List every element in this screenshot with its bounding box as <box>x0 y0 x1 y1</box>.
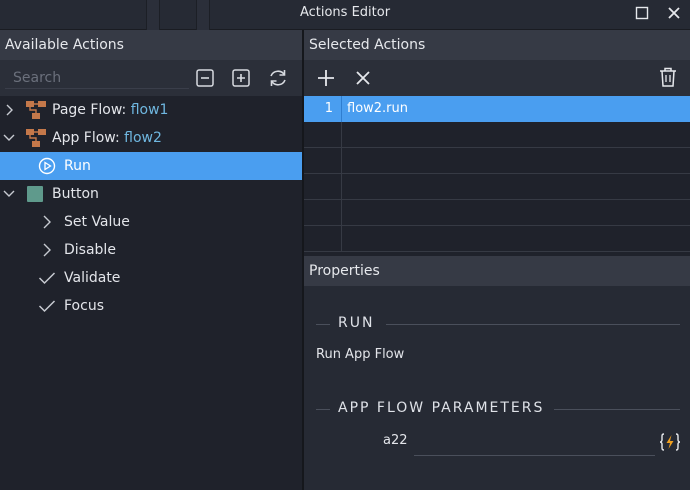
column-divider <box>341 96 342 122</box>
flow-icon <box>26 129 46 147</box>
tree-item-label: Page Flow: flow1 <box>52 102 169 118</box>
play-circle-icon <box>38 157 56 175</box>
available-actions-header: Available Actions <box>0 30 302 60</box>
collapse-arrow-icon[interactable] <box>2 133 16 143</box>
bind-expression-icon[interactable] <box>659 432 681 452</box>
tree-item-focus[interactable]: Focus <box>0 292 302 320</box>
tree-item-page-flow[interactable]: Page Flow: flow1 <box>0 96 302 124</box>
properties-panel: RUN Run App Flow APP FLOW PARAMETERS a22 <box>304 286 690 490</box>
tree-item-button[interactable]: Button <box>0 180 302 208</box>
chevron-right-icon <box>43 243 51 257</box>
available-actions-toolbar <box>0 60 302 96</box>
selected-actions-grid: 1 flow2.run <box>304 96 690 254</box>
close-icon[interactable] <box>667 6 681 20</box>
action-name: flow2.run <box>347 101 409 116</box>
tree-item-label: Set Value <box>64 214 130 230</box>
column-divider <box>341 200 342 226</box>
section-title-run: RUN <box>338 315 375 331</box>
column-divider <box>341 226 342 252</box>
action-row[interactable] <box>304 122 690 148</box>
window-title: Actions Editor <box>299 5 391 20</box>
action-row[interactable]: 1 flow2.run <box>304 96 690 122</box>
button-swatch-icon <box>27 186 43 202</box>
actions-tree: Page Flow: flow1 App Flow: flow2 Run But… <box>0 96 302 490</box>
refresh-icon[interactable] <box>267 67 289 89</box>
tree-item-disable[interactable]: Disable <box>0 236 302 264</box>
tree-item-label: Validate <box>64 270 121 286</box>
maximize-icon[interactable] <box>635 6 649 20</box>
section-rule <box>554 409 680 410</box>
selected-actions-header: Selected Actions <box>304 30 690 60</box>
expand-arrow-icon[interactable] <box>4 103 14 117</box>
tree-item-label: Button <box>52 186 99 202</box>
title-bar: Actions Editor <box>0 0 690 30</box>
row-number: 1 <box>324 101 333 116</box>
check-icon <box>38 272 56 285</box>
tree-item-label: App Flow: flow2 <box>52 130 162 146</box>
collapse-all-icon[interactable] <box>194 67 216 89</box>
param-label: a22 <box>383 433 408 448</box>
selected-actions-toolbar <box>304 60 690 96</box>
tree-item-run[interactable]: Run <box>0 152 302 180</box>
column-divider <box>341 122 342 148</box>
properties-header: Properties <box>304 256 690 286</box>
background-tab <box>196 0 210 30</box>
action-row[interactable] <box>304 174 690 200</box>
collapse-arrow-icon[interactable] <box>2 189 16 199</box>
action-description: Run App Flow <box>316 347 405 362</box>
background-tab <box>146 0 160 30</box>
column-divider <box>341 174 342 200</box>
section-title-parameters: APP FLOW PARAMETERS <box>338 400 545 416</box>
tree-item-validate[interactable]: Validate <box>0 264 302 292</box>
tree-item-label: Run <box>64 158 91 174</box>
tree-item-label: Disable <box>64 242 116 258</box>
tree-item-set-value[interactable]: Set Value <box>0 208 302 236</box>
check-icon <box>38 300 56 313</box>
section-rule <box>316 324 330 325</box>
tree-item-app-flow[interactable]: App Flow: flow2 <box>0 124 302 152</box>
trash-icon[interactable] <box>657 66 679 88</box>
column-divider <box>341 148 342 174</box>
search-input[interactable] <box>5 67 189 89</box>
section-rule <box>386 324 680 325</box>
action-row[interactable] <box>304 148 690 174</box>
tree-item-label: Focus <box>64 298 104 314</box>
param-a22-field[interactable] <box>414 428 655 456</box>
flow-icon <box>26 101 46 119</box>
action-row[interactable] <box>304 200 690 226</box>
remove-icon[interactable] <box>352 67 374 89</box>
add-icon[interactable] <box>315 67 337 89</box>
panel-divider[interactable] <box>302 30 304 490</box>
action-row[interactable] <box>304 226 690 252</box>
chevron-right-icon <box>43 215 51 229</box>
section-rule <box>316 409 330 410</box>
expand-all-icon[interactable] <box>230 67 252 89</box>
